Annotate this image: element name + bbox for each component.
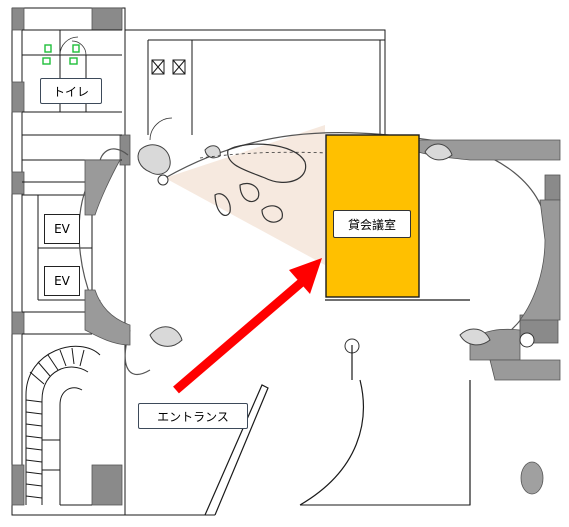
shaft-boxes bbox=[151, 59, 186, 75]
floor-sculptures bbox=[214, 143, 307, 223]
entrance-arrow bbox=[173, 258, 322, 394]
lobby-wall-blocks bbox=[84, 139, 561, 381]
rental-room-label: 貸会議室 bbox=[333, 210, 411, 238]
entrance-label: エントランス bbox=[138, 403, 248, 429]
door-swings bbox=[59, 36, 173, 141]
view-cone bbox=[165, 125, 325, 265]
wall-ornaments bbox=[137, 143, 491, 347]
ev-upper-label: EV bbox=[44, 214, 80, 244]
spiral-staircase bbox=[25, 345, 101, 506]
ev-lower-label: EV bbox=[44, 266, 80, 296]
toilet-label: トイレ bbox=[40, 78, 102, 104]
oval-object bbox=[520, 461, 544, 495]
entry-walls bbox=[204, 299, 471, 516]
toilet-fixtures bbox=[42, 44, 80, 65]
